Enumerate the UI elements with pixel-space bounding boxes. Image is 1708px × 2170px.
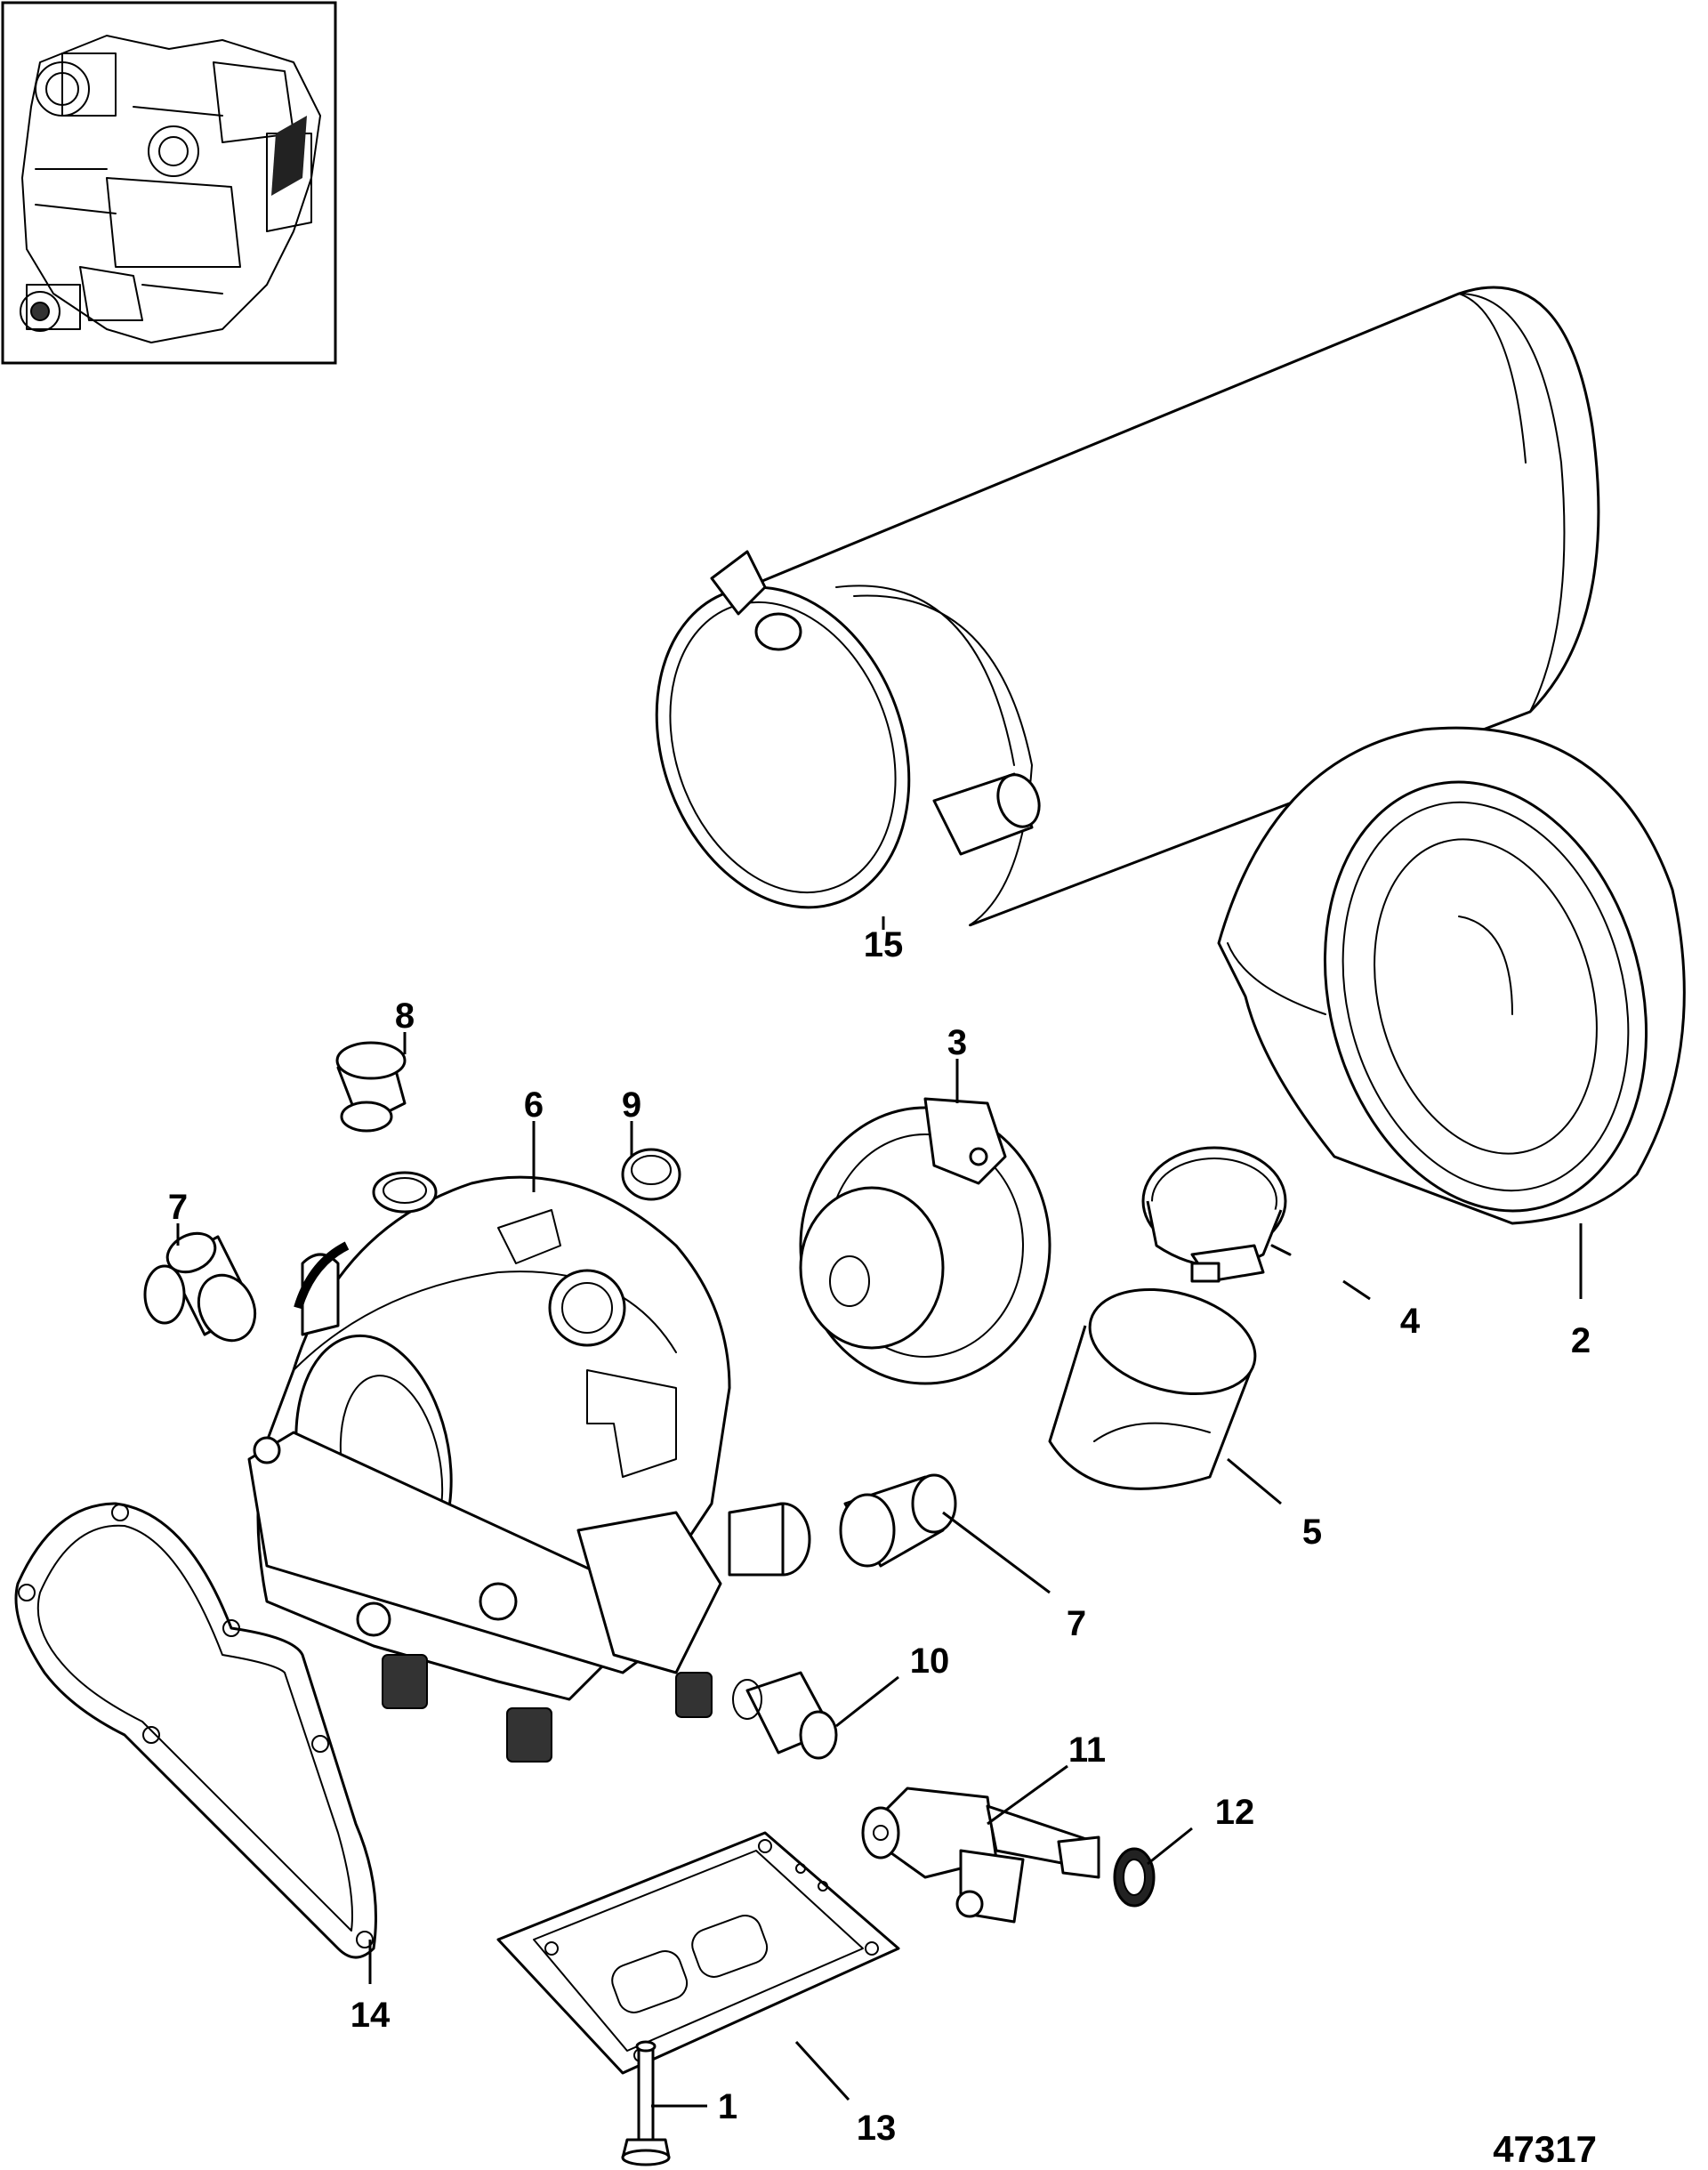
callout-4: 4 [1400, 1302, 1421, 1341]
gasket-square-icon [496, 1831, 900, 2075]
callout-labels: 15 8 6 9 3 7 4 2 5 7 10 11 12 14 13 1 [168, 925, 1591, 2148]
callout-6: 6 [524, 1085, 544, 1125]
callout-7: 7 [1067, 1604, 1086, 1643]
engine-inset-thumbnail [1, 1, 337, 365]
callout-1: 1 [718, 2087, 737, 2126]
compressor-housing-icon [1217, 726, 1686, 1225]
callout-9: 9 [622, 1085, 641, 1125]
adapter-icon [799, 1097, 1051, 1385]
leader-lines [176, 916, 1583, 2108]
leader-4 [1342, 1279, 1371, 1301]
callout-3: 3 [947, 1023, 967, 1062]
leader-12 [1147, 1827, 1193, 1866]
bushing-icon [732, 1671, 838, 1760]
leader-11 [987, 1764, 1068, 1826]
callout-11: 11 [1068, 1730, 1106, 1770]
seal-icon [1113, 1847, 1156, 1908]
callout-12: 12 [1215, 1793, 1255, 1832]
wastegate-lever-icon [861, 1787, 1100, 1924]
leader-13 [794, 2040, 850, 2101]
plug-icon [335, 1041, 407, 1133]
callout-2: 2 [1571, 1321, 1591, 1360]
leader-10 [835, 1675, 899, 1728]
callout-8: 8 [395, 996, 415, 1036]
turbine-housing-icon [247, 1171, 811, 1763]
clamp-icon [1141, 1146, 1292, 1283]
seal-ring-icon [621, 1148, 681, 1201]
callout-15: 15 [864, 925, 904, 964]
engine-sketch-icon [20, 35, 321, 343]
callout-7: 7 [168, 1188, 188, 1227]
gasket-manifold-icon [14, 1502, 377, 1959]
fitting-icon [839, 1473, 957, 1568]
callout-10: 10 [910, 1642, 950, 1681]
fitting-icon [143, 1231, 257, 1343]
callout-14: 14 [350, 1996, 391, 2035]
leader-5 [1227, 1457, 1282, 1505]
leader-7b [942, 1511, 1051, 1594]
callout-13: 13 [857, 2109, 897, 2148]
bolt-icon [621, 2040, 671, 2166]
sleeve-icon [1048, 1287, 1257, 1490]
callout-5: 5 [1302, 1513, 1322, 1552]
figure-number: 47317 [1493, 2128, 1597, 2170]
